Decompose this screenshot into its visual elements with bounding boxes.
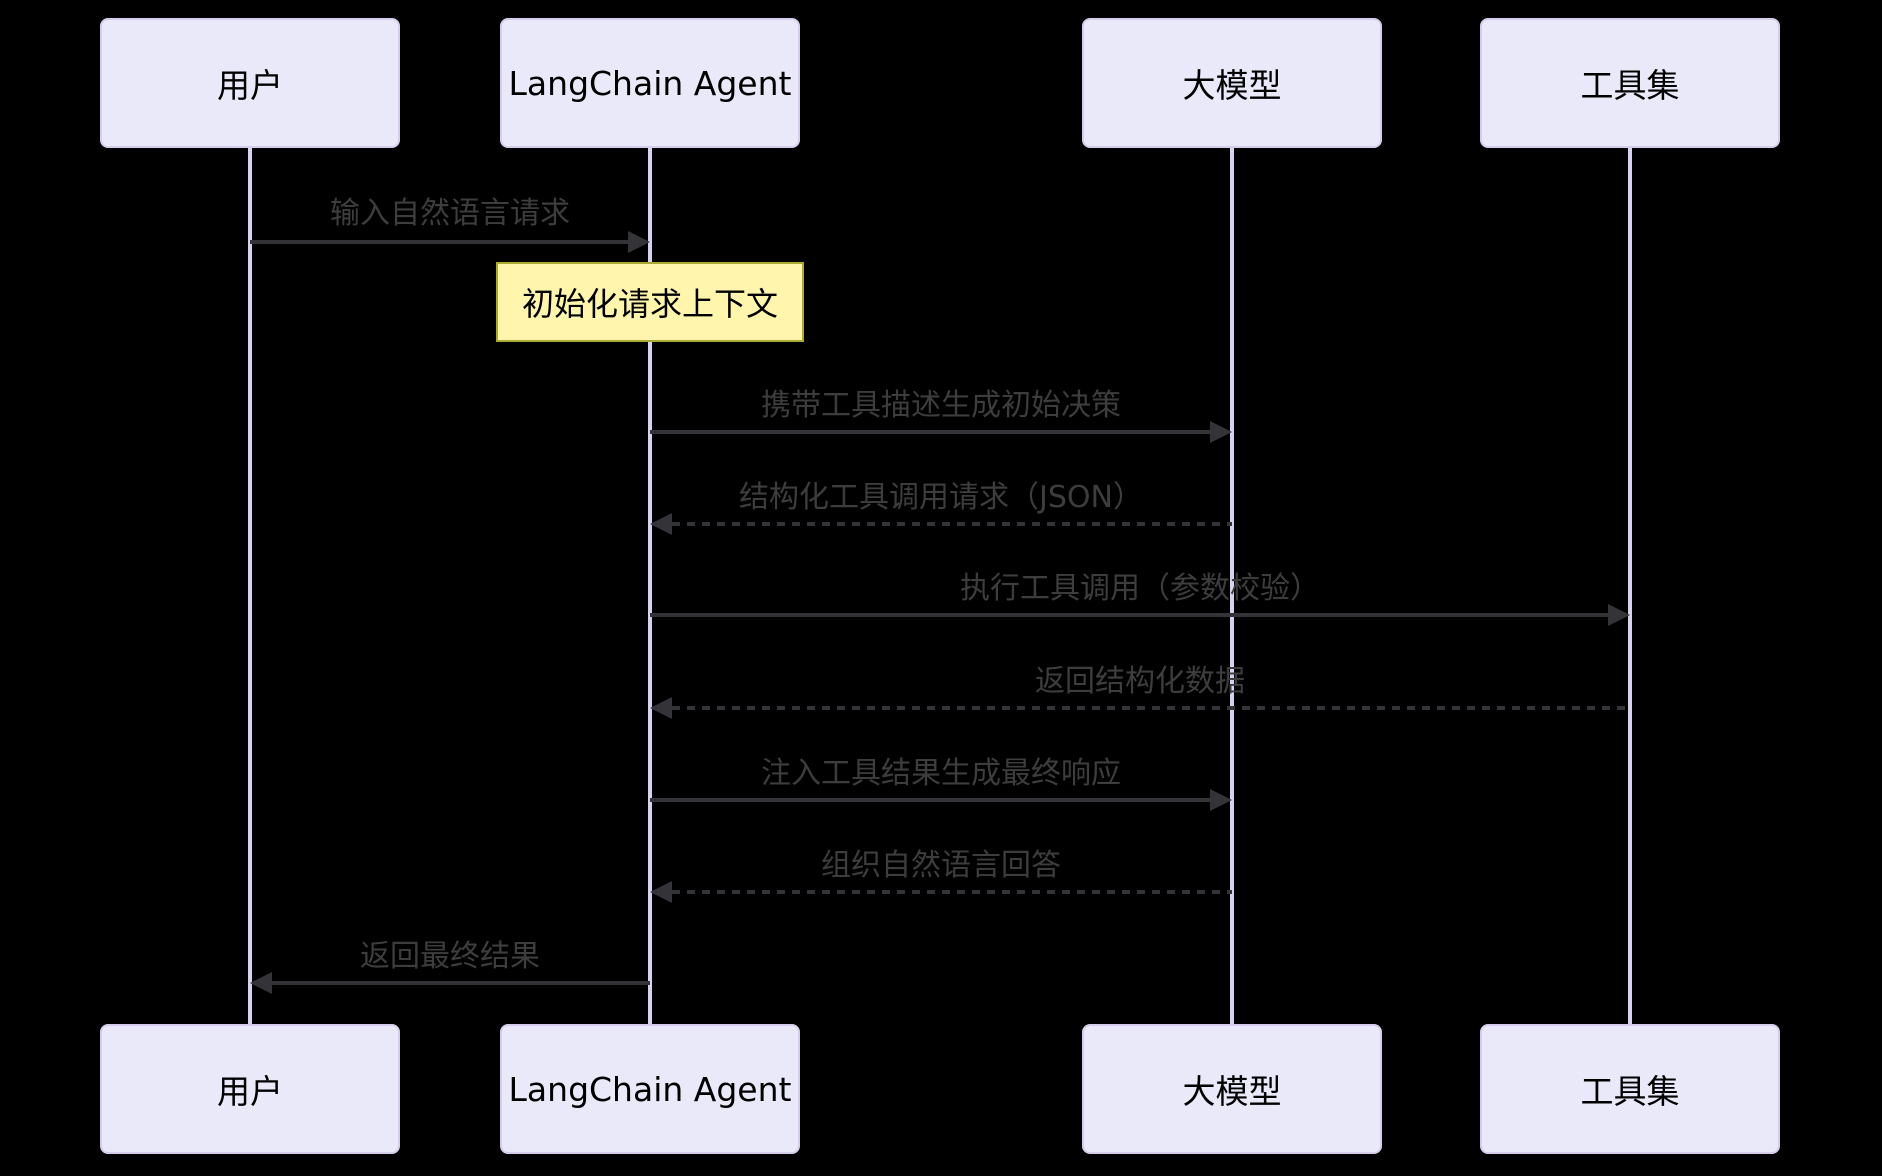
message-label-return-structured-data: 返回结构化数据 [1035,664,1245,699]
message-line [650,798,1212,802]
message-label-compose-natural-answer: 组织自然语言回答 [821,848,1061,883]
actor-top-langchain-agent: LangChain Agent [500,18,800,148]
arrowhead-right-icon [1210,789,1232,811]
lifeline-toolset [1628,148,1632,1024]
message-line [250,240,630,244]
note-label: 初始化请求上下文 [521,285,778,323]
actor-bottom-toolset: 工具集 [1480,1024,1780,1154]
actor-top-user: 用户 [100,18,400,148]
message-line [272,981,650,985]
arrowhead-right-icon [628,231,650,253]
actor-label: 用户 [217,1072,283,1111]
actor-label: 大模型 [1182,1072,1282,1111]
arrowhead-left-icon [650,881,672,903]
message-label-return-final-result: 返回最终结果 [360,939,540,974]
message-label-execute-tool-call: 执行工具调用（参数校验） [960,571,1320,606]
lifeline-user [248,148,252,1024]
actor-label: LangChain Agent [508,1069,792,1109]
message-label-input-natural-language: 输入自然语言请求 [330,196,570,231]
message-label-initial-decision: 携带工具描述生成初始决策 [761,388,1121,423]
message-line [650,430,1212,434]
note-init-request-context: 初始化请求上下文 [496,262,804,342]
actor-label: LangChain Agent [508,63,792,103]
actor-label: 用户 [217,66,283,105]
lifeline-langchain-agent [648,148,652,1024]
actor-label: 大模型 [1182,66,1282,105]
arrowhead-left-icon [650,513,672,535]
actor-label: 工具集 [1580,66,1680,105]
arrowhead-left-icon [650,697,672,719]
message-line-dashed [672,706,1630,710]
arrowhead-right-icon [1608,604,1630,626]
actor-top-toolset: 工具集 [1480,18,1780,148]
actor-label: 工具集 [1580,1072,1680,1111]
actor-bottom-llm: 大模型 [1082,1024,1382,1154]
actor-bottom-langchain-agent: LangChain Agent [500,1024,800,1154]
lifeline-llm [1230,148,1234,1024]
arrowhead-right-icon [1210,421,1232,443]
message-label-structured-tool-call: 结构化工具调用请求（JSON） [739,480,1143,515]
message-line-dashed [672,522,1232,526]
actor-bottom-user: 用户 [100,1024,400,1154]
actor-top-llm: 大模型 [1082,18,1382,148]
arrowhead-left-icon [250,972,272,994]
message-label-inject-tool-result: 注入工具结果生成最终响应 [761,756,1121,791]
message-line-dashed [672,890,1232,894]
message-line [650,613,1608,617]
